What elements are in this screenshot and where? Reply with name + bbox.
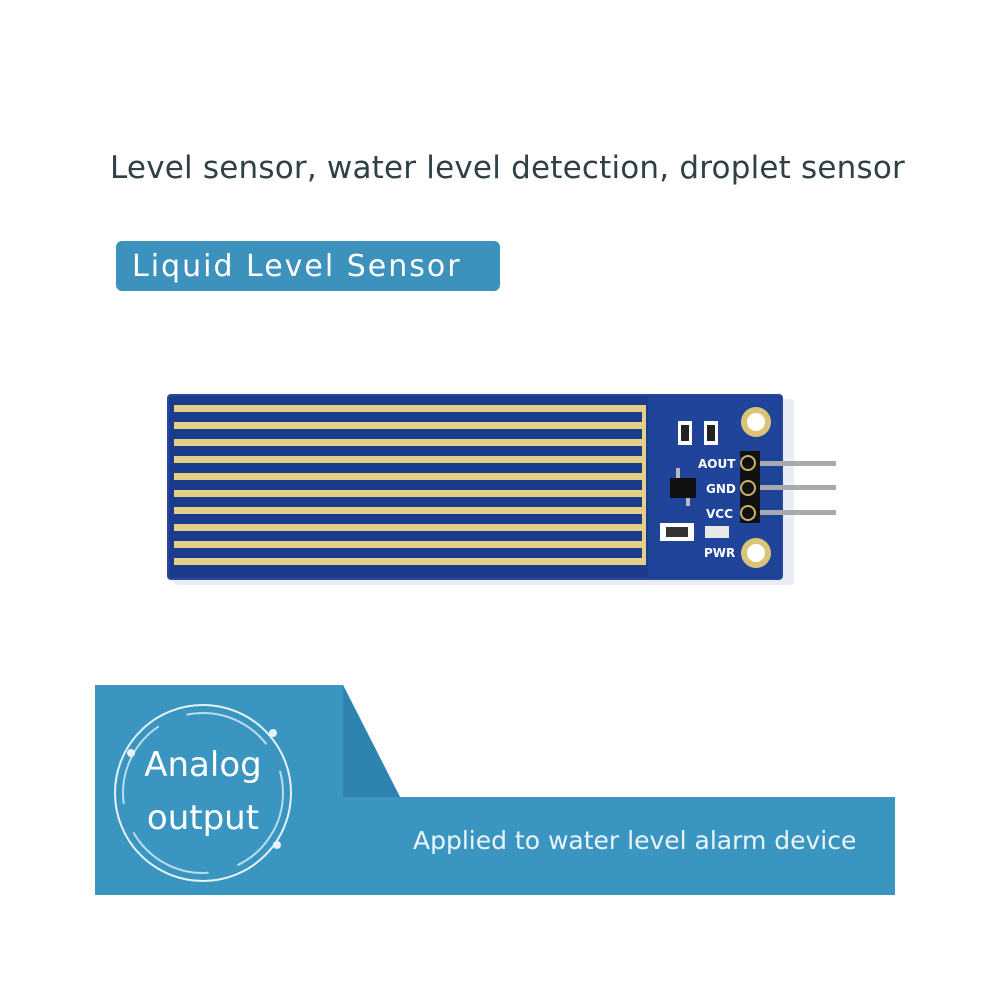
product-tag: Liquid Level Sensor bbox=[116, 241, 500, 291]
product-tag-label: Liquid Level Sensor bbox=[132, 248, 462, 284]
power-led-label: PWR bbox=[704, 546, 735, 560]
pin-label-gnd: GND bbox=[706, 482, 736, 496]
sensing-trace bbox=[174, 507, 644, 514]
mounting-holes bbox=[741, 407, 771, 568]
headline: Level sensor, water level detection, dro… bbox=[110, 150, 905, 186]
pin-label-aout: AOUT bbox=[698, 457, 736, 471]
sensing-trace bbox=[174, 456, 644, 463]
sensing-trace bbox=[174, 524, 644, 531]
header-pins bbox=[740, 451, 836, 523]
sensing-traces bbox=[174, 405, 646, 565]
sensing-trace bbox=[174, 490, 644, 497]
sensing-trace bbox=[174, 558, 644, 565]
badge-ring bbox=[114, 704, 292, 882]
sensor-board-image: AOUT GND VCC PWR bbox=[167, 394, 836, 585]
sensing-trace bbox=[174, 405, 644, 412]
badge-line-output: output bbox=[146, 798, 260, 838]
smd-components bbox=[660, 421, 729, 541]
feature-banner bbox=[95, 685, 895, 895]
sensing-trace bbox=[174, 473, 644, 480]
sensing-trace bbox=[174, 439, 644, 446]
sensing-trace bbox=[174, 422, 644, 429]
sensing-trace bbox=[174, 541, 644, 548]
application-note: Applied to water level alarm device bbox=[413, 826, 857, 855]
trace-bus bbox=[642, 405, 646, 565]
badge-line-analog: Analog bbox=[144, 745, 262, 785]
pin-label-vcc: VCC bbox=[706, 507, 733, 521]
